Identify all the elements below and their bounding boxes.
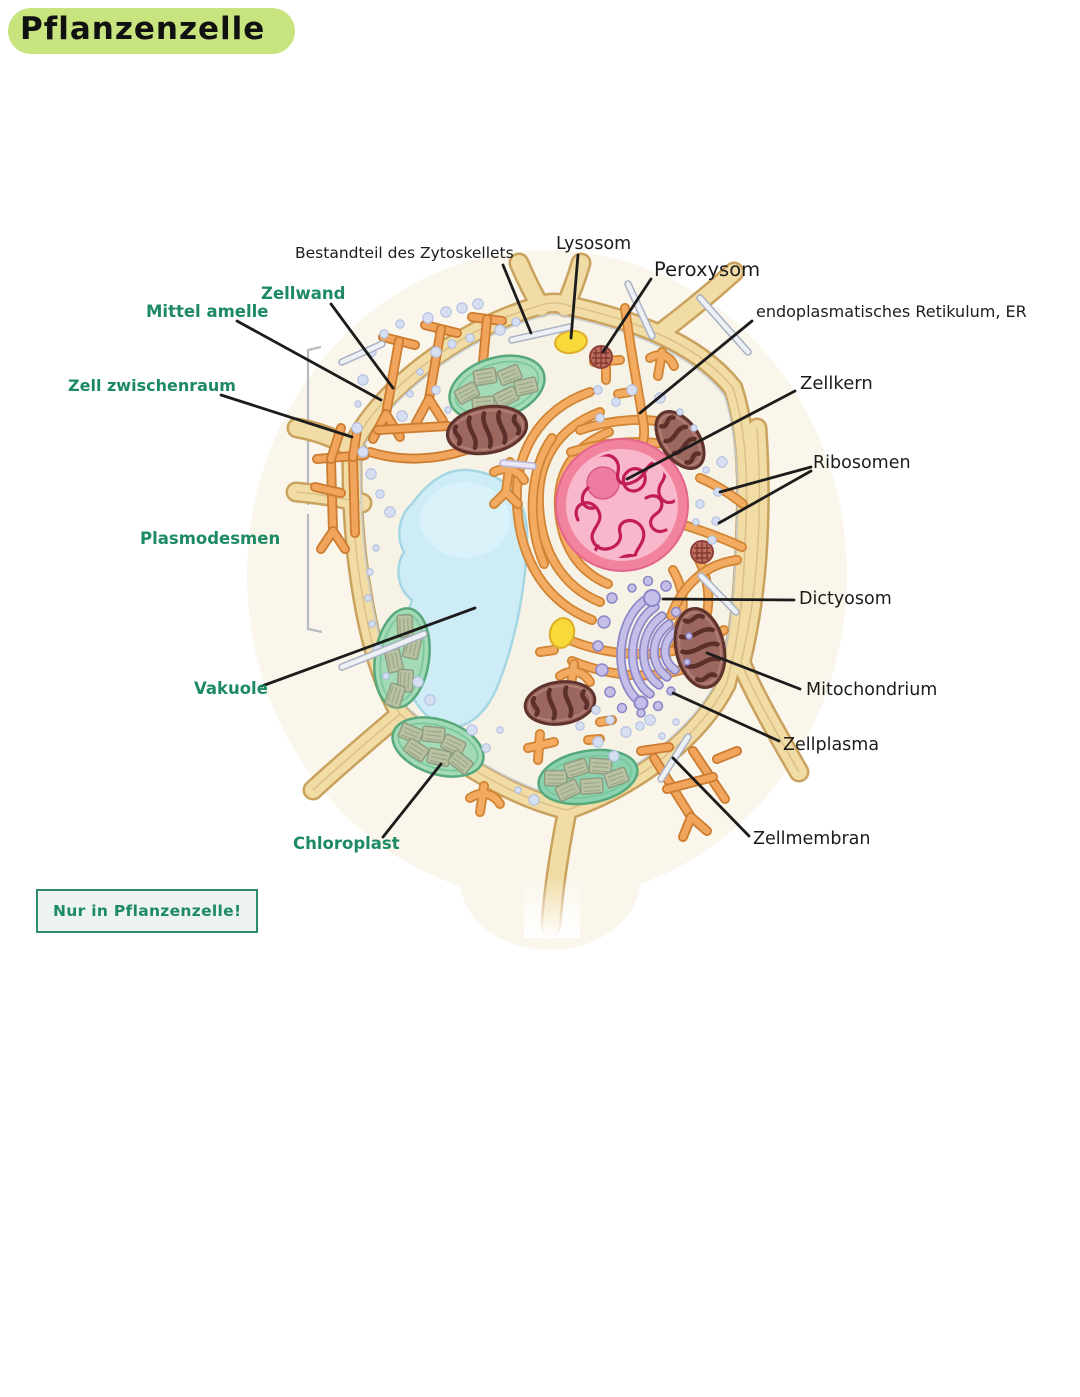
cytoskeleton-filaments (338, 280, 752, 783)
label-plasmodesmen: Plasmodesmen (140, 529, 280, 548)
leader-zellplasma (671, 691, 781, 743)
mitochondrion-top (445, 404, 529, 456)
leader-dictyosom (661, 597, 796, 602)
leader-mittellamelle (235, 319, 383, 402)
label-mittellamelle: Mittel amelle (146, 302, 268, 321)
plasmodesmata-channels (310, 312, 742, 842)
leader-ribosomen-2 (717, 469, 813, 525)
neighbour-cell-edge-lines (306, 345, 323, 634)
labels: Bestandteil des Zytoskellets Lysosom Per… (68, 234, 1027, 853)
leader-zellmembran (671, 756, 751, 838)
nucleus (555, 438, 689, 572)
leader-zytoskelett (501, 263, 533, 335)
dictyosome-golgi (616, 589, 681, 711)
label-chloroplast: Chloroplast (293, 834, 400, 853)
label-zellmembran: Zellmembran (753, 829, 870, 849)
page-title-text: Pflanzenzelle (20, 11, 266, 47)
cell-membrane-line (359, 313, 739, 800)
label-mitochondrium: Mitochondrium (806, 680, 937, 700)
wall-fadeout (524, 876, 580, 938)
leader-zellwand (329, 302, 395, 390)
label-vakuole: Vakuole (194, 679, 268, 698)
label-zytoskelett: Bestandteil des Zytoskellets (295, 244, 514, 262)
leader-ribosomen-1 (718, 465, 813, 494)
chloroplast-bottom-right (537, 748, 639, 806)
page-title: Pflanzenzelle (8, 8, 296, 54)
leader-peroxysom (601, 277, 653, 354)
leader-zellzwischenraum (219, 393, 354, 439)
label-peroxysom: Peroxysom (654, 258, 760, 281)
golgi-vesicles (592, 575, 693, 718)
chloroplasts (373, 354, 639, 806)
peroxisome-top (589, 345, 613, 369)
label-zellwand: Zellwand (261, 284, 345, 303)
leader-er (638, 319, 754, 415)
nucleolus (586, 466, 620, 500)
label-zellkern: Zellkern (800, 373, 873, 394)
leader-vakuole (260, 606, 477, 688)
leader-mitochondrium (705, 651, 802, 691)
leader-zellkern (625, 389, 797, 481)
chloroplast-bottom-left (391, 716, 485, 778)
label-lysosom: Lysosom (556, 234, 631, 254)
mitochondrion-right-lower (673, 607, 727, 689)
label-ribosomen: Ribosomen (813, 453, 911, 473)
lysosome-center (548, 617, 576, 649)
label-er: endoplasmatisches Retikulum, ER (756, 302, 1027, 321)
note-box: Nur in Pflanzenzelle! (36, 889, 259, 933)
mitochondrion-bottom (523, 680, 597, 726)
leader-lines (219, 253, 813, 839)
leader-lysosom (569, 253, 580, 340)
label-dictyosom: Dictyosom (799, 589, 892, 609)
mitochondria (445, 404, 727, 726)
label-zellplasma: Zellplasma (783, 735, 879, 755)
leader-chloroplast (381, 762, 443, 839)
ribosome-dots (351, 298, 728, 806)
label-zellzwischenraum: Zell zwischenraum (68, 376, 236, 395)
peroxisome-right (690, 540, 714, 564)
peroxisomes (589, 345, 714, 564)
lysosomes (548, 329, 588, 649)
note-box-text: Nur in Pflanzenzelle! (53, 902, 242, 920)
lysosome-top (554, 329, 588, 355)
